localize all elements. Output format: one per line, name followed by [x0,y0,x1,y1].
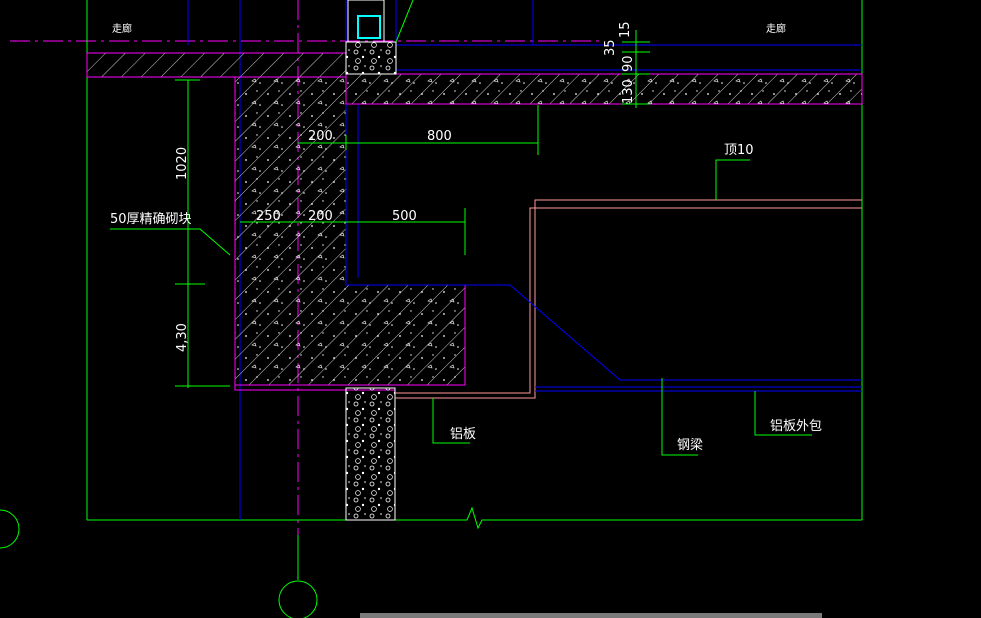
floor-slab-speckle [346,74,862,104]
concrete-wall-speckle [235,77,465,385]
dim-430: 4,30 [175,323,190,352]
label-steel-beam: 钢梁 [677,438,703,453]
dim-130: 130 [621,79,636,104]
concrete-blue-edge [345,90,510,286]
steel-beam-line [509,284,862,381]
label-corridor-left: 走廊 [112,22,132,35]
leader-top [395,0,414,43]
dim-15: 15 [618,21,633,38]
label-precise-block: 50厚精确砌块 [110,212,192,227]
column-upper [347,0,385,43]
grid-axis-bubble-left [0,509,20,549]
precise-block-outline [234,77,395,391]
leader-lines [110,159,812,456]
left-slab [86,52,347,78]
dim-200-mid: 200 [308,209,333,224]
label-corridor-right: 走廊 [766,22,786,35]
dim-1020: 1020 [175,147,190,180]
aluminum-panel-line-inner [395,207,862,394]
dim-35: 35 [603,39,618,56]
dim-250: 250 [256,209,281,224]
cyan-block [357,15,381,39]
wall-lower-block [345,387,396,521]
label-aluminum-cladding: 铝板外包 [770,419,822,434]
label-ceiling: 顶10 [724,143,754,158]
label-aluminum-panel: 铝板 [450,427,476,442]
dimension-lines [175,30,650,388]
horizontal-scrollbar[interactable] [360,613,822,618]
dim-800: 800 [427,129,452,144]
wall-top-block [345,41,397,75]
dim-90: 90 [621,55,636,72]
dim-500: 500 [392,209,417,224]
frame-bottom-break-line [87,506,862,530]
dim-200-top: 200 [308,129,333,144]
grid-axis-bubble [278,580,318,618]
aluminum-panel-line-outer [395,199,862,399]
